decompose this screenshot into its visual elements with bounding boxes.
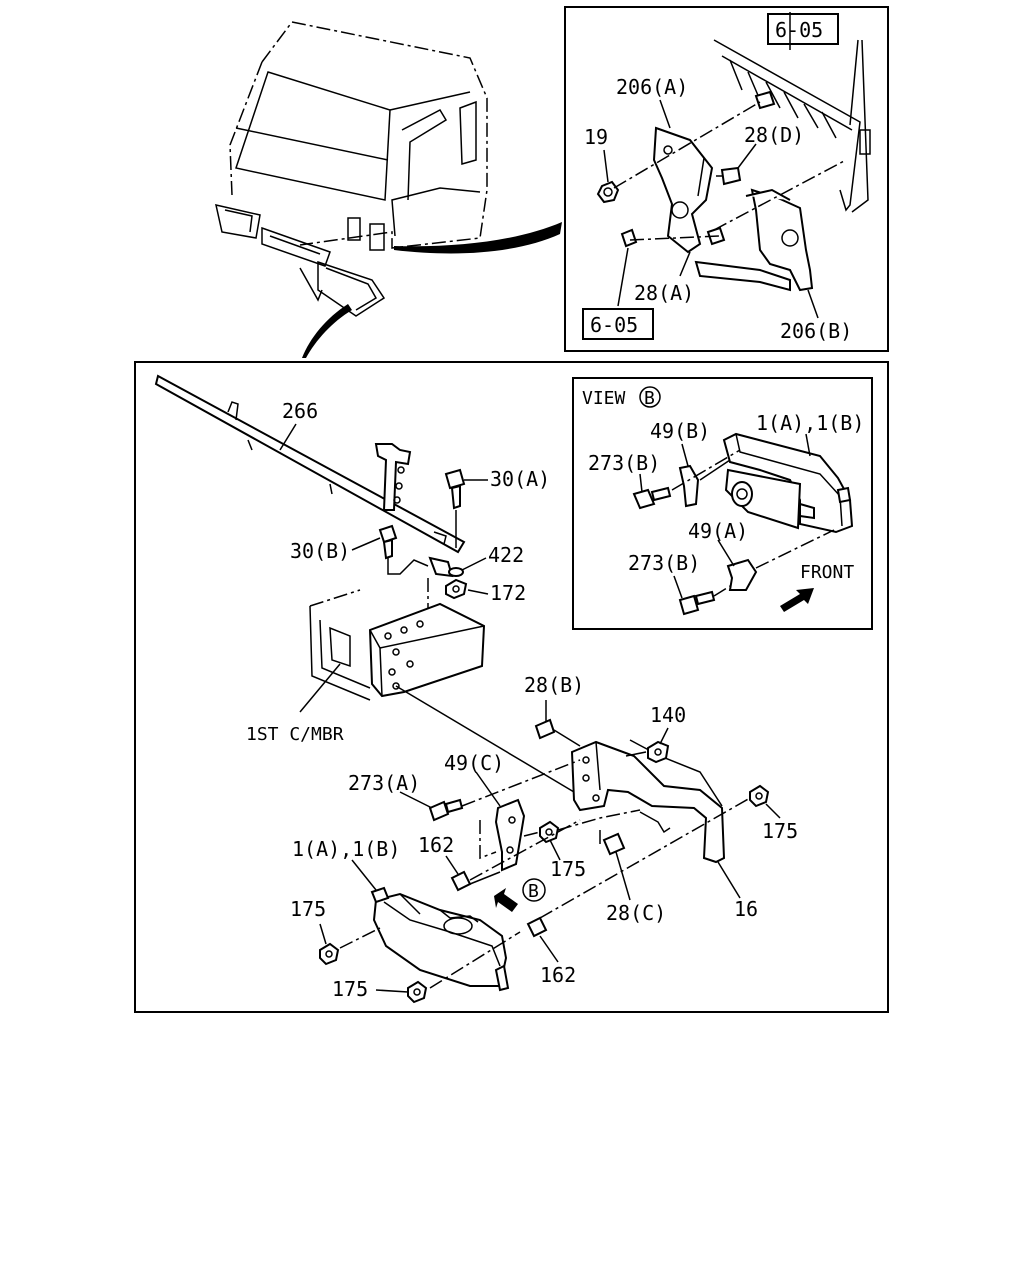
bracket-49a (726, 558, 758, 591)
bracket-16 (570, 739, 726, 864)
label-162-top: 162 (418, 833, 454, 857)
label-206b: 206(B) (780, 319, 852, 343)
bracket-49c (494, 798, 526, 872)
label-28c: 28(C) (606, 901, 666, 925)
top-inset-panel: 6-05 6-05 (564, 6, 889, 352)
label-162-bottom: 162 (540, 963, 576, 987)
label-273b-top: 273(B) (588, 451, 660, 475)
ref-box-bottom (582, 308, 654, 340)
label-172: 172 (490, 581, 526, 605)
label-30a: 30(A) (490, 467, 550, 491)
bolt-162-bottom (526, 916, 548, 938)
label-266: 266 (282, 399, 318, 423)
label-19: 19 (584, 125, 608, 149)
label-206a: 206(A) (616, 75, 688, 99)
label-front: FRONT (800, 562, 854, 583)
label-140: 140 (650, 703, 686, 727)
label-1ab-main: 1(A),1(B) (292, 837, 400, 861)
label-28b: 28(B) (524, 673, 584, 697)
nut-140 (647, 740, 670, 764)
bolt-273b-top (632, 486, 672, 510)
view-b-lamp (722, 432, 854, 534)
label-273b-bottom: 273(B) (628, 551, 700, 575)
label-49c: 49(C) (444, 751, 504, 775)
view-b-arrow-letter: B (528, 881, 539, 902)
bolt-30b (378, 524, 398, 560)
label-273a: 273(A) (348, 771, 420, 795)
bolt-273b-bottom (678, 590, 716, 616)
stud (620, 228, 638, 248)
top-bolt (754, 90, 776, 110)
label-28d: 28(D) (744, 123, 804, 147)
bolt-28b (534, 718, 556, 740)
label-422: 422 (488, 543, 524, 567)
label-1ab-view: 1(A),1(B) (756, 411, 864, 435)
label-175-mid: 175 (550, 857, 586, 881)
label-175-bottom: 175 (332, 977, 368, 1001)
bolt-28c (602, 832, 626, 856)
nut-19 (596, 180, 620, 204)
bolt-162-top (450, 870, 472, 892)
truck-cab-illustration (215, 21, 562, 358)
view-b-arrow: B (494, 878, 546, 912)
label-16: 16 (734, 897, 758, 921)
view-b-panel: VIEW B (572, 377, 873, 630)
label-175-right: 175 (762, 819, 798, 843)
main-panel: B 266 30(A) 30(B) 422 172 1ST C/MBR 28(B… (134, 361, 889, 1013)
ref-bottom-label: 6-05 (590, 313, 638, 337)
label-crossmember: 1ST C/MBR (246, 724, 344, 745)
label-175-left: 175 (290, 897, 326, 921)
bolt-273a (428, 798, 464, 822)
nut-175-bottom (407, 980, 428, 1004)
bolt-28d (716, 166, 742, 186)
crossmember (309, 589, 486, 701)
label-49a: 49(A) (688, 519, 748, 543)
view-b-title: VIEW (582, 388, 626, 409)
bracket-49b (678, 464, 700, 508)
ref-top-label: 6-05 (775, 18, 823, 42)
label-28a: 28(A) (634, 281, 694, 305)
nut-172 (445, 578, 468, 600)
label-30b: 30(B) (290, 539, 350, 563)
view-b-title-letter: B (644, 388, 655, 409)
nut-175-right (749, 784, 770, 808)
front-arrow (780, 588, 814, 612)
washer-422 (448, 567, 464, 577)
nut-175-left (319, 942, 340, 966)
bolt-30a (444, 468, 466, 510)
fog-lamp (370, 886, 510, 992)
label-49b: 49(B) (650, 419, 710, 443)
nut-175-mid (539, 820, 560, 844)
ref-box-top (767, 13, 839, 45)
